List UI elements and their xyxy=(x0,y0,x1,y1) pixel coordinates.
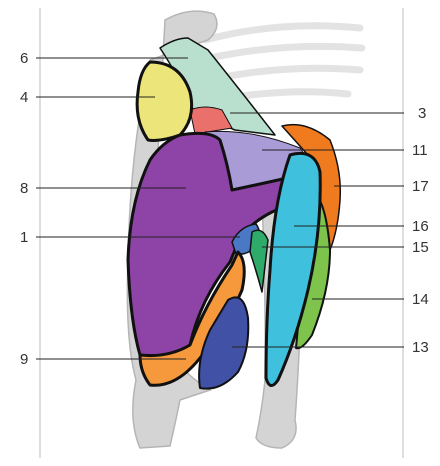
label-9: 9 xyxy=(20,351,28,368)
label-8: 8 xyxy=(20,180,28,197)
label-4: 4 xyxy=(20,89,28,106)
label-15: 15 xyxy=(412,239,429,256)
label-6: 6 xyxy=(20,50,28,67)
label-1: 1 xyxy=(20,229,28,246)
label-11: 11 xyxy=(412,142,428,159)
label-16: 16 xyxy=(412,218,429,235)
label-13: 13 xyxy=(412,339,429,356)
labels-left: 6 4 8 1 9 xyxy=(20,50,28,368)
labels-right: 3 11 17 16 15 14 13 xyxy=(412,105,429,356)
label-17: 17 xyxy=(412,178,429,195)
label-3: 3 xyxy=(418,105,426,122)
label-14: 14 xyxy=(412,291,429,308)
